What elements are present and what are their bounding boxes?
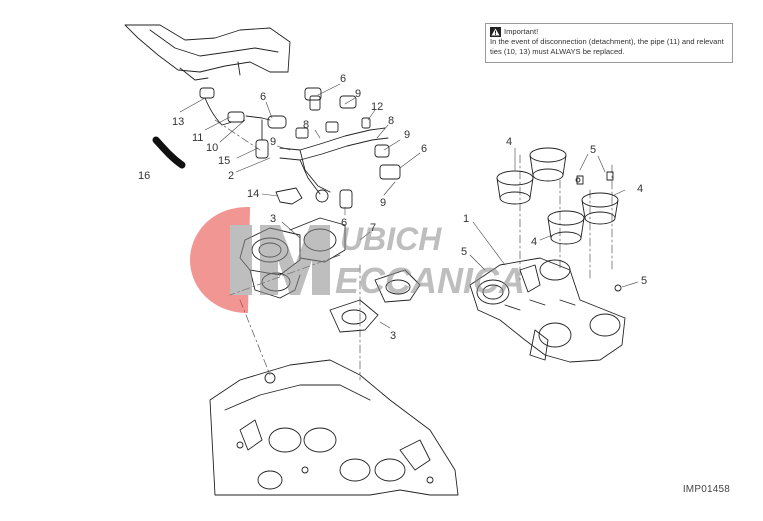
callout-6-top: 6 xyxy=(340,73,347,85)
callout-14: 14 xyxy=(247,188,260,200)
notice-text: In the event of disconnection (detachmen… xyxy=(490,37,724,56)
callout-9-right: 9 xyxy=(404,129,411,141)
callout-7: 7 xyxy=(370,222,377,234)
callout-8-left: 8 xyxy=(303,119,310,131)
callout-10: 10 xyxy=(206,142,219,154)
assembly-lines xyxy=(214,119,613,381)
callout-6-bottom: 6 xyxy=(341,217,348,229)
callout-4-bottom: 4 xyxy=(531,236,538,248)
callout-3-lower: 3 xyxy=(390,330,397,342)
callout-16: 16 xyxy=(138,170,151,182)
leader-lines xyxy=(179,83,639,329)
callout-5-top: 5 xyxy=(590,144,597,156)
bracket xyxy=(275,187,303,205)
callout-4-right: 4 xyxy=(637,183,644,195)
callout-2: 2 xyxy=(228,170,235,182)
pipe-assembly xyxy=(199,87,287,159)
airbox-fragment xyxy=(124,24,291,81)
callout-4-top: 4 xyxy=(506,136,513,148)
callout-15: 15 xyxy=(218,155,231,167)
black-hose xyxy=(152,136,186,169)
callout-1: 1 xyxy=(463,213,470,225)
figure-code: IMP01458 xyxy=(682,484,730,495)
callout-6-left: 6 xyxy=(260,91,267,103)
air-funnels xyxy=(496,147,619,245)
callout-8-right: 8 xyxy=(388,115,395,127)
callout-6-right: 6 xyxy=(421,143,428,155)
callout-9-bottom: 9 xyxy=(380,197,387,209)
callout-9-left: 9 xyxy=(270,136,277,148)
engine-head xyxy=(209,359,459,496)
callout-3-upper: 3 xyxy=(270,213,277,225)
callout-9-top: 9 xyxy=(355,88,362,100)
callout-11: 11 xyxy=(192,132,204,144)
callout-12: 12 xyxy=(371,101,384,113)
notice-title: Important! xyxy=(504,27,539,37)
callout-5-right: 5 xyxy=(641,275,648,287)
left-throttle-body xyxy=(239,217,421,333)
callout-5-left: 5 xyxy=(461,246,468,258)
fuel-rail xyxy=(279,87,401,209)
callout-13: 13 xyxy=(172,116,185,128)
important-notice: Important! In the event of disconnection… xyxy=(485,23,733,63)
right-throttle-body xyxy=(469,177,626,363)
warning-icon xyxy=(490,27,501,37)
